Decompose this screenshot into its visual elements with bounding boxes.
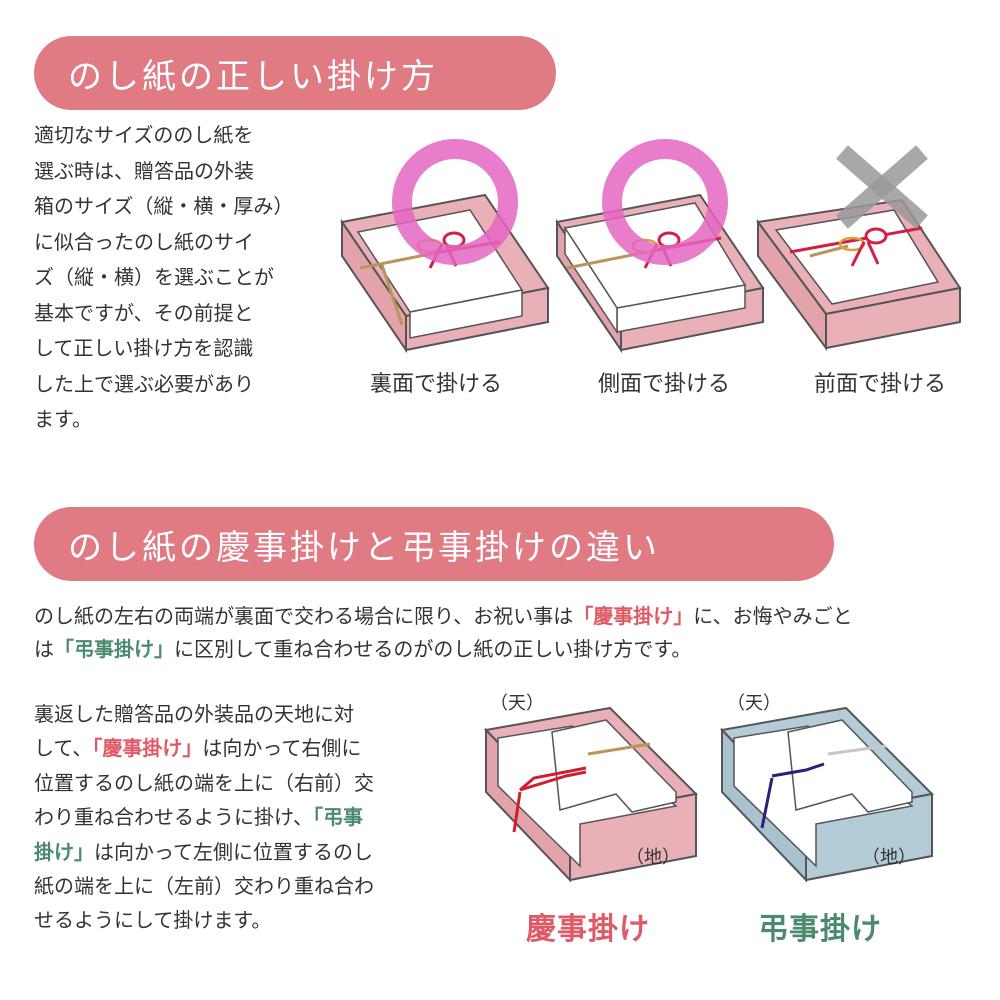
intro-line: 選ぶ時は、贈答品の外装 [34,158,254,183]
box-caption: 前面で掛ける [814,372,947,397]
section-title-correct-method: のし紙の正しい掛け方 [34,36,556,110]
box-caption: 裏面で掛ける [370,372,503,397]
intro-line: ます。 [34,407,92,431]
text: して、 [34,736,93,761]
text: わり重ね合わせるように掛け、 [34,805,313,830]
bottom-label: （地） [862,847,916,868]
intro-line: ズ（縦・横）を選ぶことが [34,265,274,289]
detail-line: 裏返した贈答品の外装品の天地に対 [34,702,354,726]
text: は向かって右側に [202,736,362,761]
intro-line: 適切なサイズののし紙を [34,123,254,147]
keiji-highlight: 「慶事掛け」 [92,736,203,761]
keiji-highlight: 「慶事掛け」 [573,604,694,628]
choji-highlight: 掛け」 [34,839,94,864]
bottom-label: （地） [626,847,680,868]
intro-line: 箱のサイズ（縦・横・厚み） [34,194,294,218]
text: のし紙の左右の両端が裏面で交わる場合に限り、お祝い事は [34,604,574,628]
detail-line: 位置するのし紙の端を上に（右前）交 [34,770,374,795]
intro-line: して正しい掛け方を認識 [34,336,254,360]
top-label: （天） [727,693,781,714]
choji-wrap-illustration [719,706,935,883]
text: は [34,637,54,661]
choji-highlight: 「弔事掛け」 [54,637,174,661]
text: に、お悔やみごと [693,604,853,628]
choji-highlight: 「弔事 [313,805,363,830]
choji-label: 弔事掛け [758,912,882,947]
keiji-wrap-illustration [483,706,699,883]
detail-line: せるようにして掛けます。 [34,908,272,933]
intro-line: に似合ったのし紙のサイ [34,229,254,254]
keiji-label: 慶事掛け [526,912,650,947]
cross-mark-icon [836,145,928,229]
detail-line: わり重ね合わせるように掛け、「弔事 [34,800,363,834]
gift-box-back-illustration [340,139,550,354]
intro-paragraph: 適切なサイズののし紙を 選ぶ時は、贈答品の外装 箱のサイズ（縦・横・厚み） に似… [34,118,334,438]
gift-box-side-illustration [555,139,765,354]
detail-line: 紙の端を上に（左前）交わり重ね合わ [34,874,374,898]
text: は向かって左側に位置するのし [94,839,373,864]
intro-line: 基本ですが、その前提と [34,300,254,325]
section-title-text: のし紙の正しい掛け方 [68,56,438,97]
detail-line: 掛け」は向かって左側に位置するのし [34,835,373,869]
mizuhiki-knot-icon [838,227,888,267]
gift-box-front-illustration [756,145,962,352]
explanation-line: のし紙の左右の両端が裏面で交わる場合に限り、お祝い事は「慶事掛け」に、お悔やみご… [34,595,853,637]
intro-line: した上で選ぶ必要があり [34,371,254,396]
circle-mark-icon [392,139,518,265]
circle-mark-icon [602,139,728,265]
top-label: （天） [490,693,544,714]
section-title-text: のし紙の慶事掛けと弔事掛けの違い [68,527,660,568]
box-caption: 側面で掛ける [598,372,731,397]
explanation-line: は「弔事掛け」に区別して重ね合わせるのがのし紙の正しい掛け方です。 [34,628,691,670]
section-title-difference: のし紙の慶事掛けと弔事掛けの違い [34,507,834,581]
text: に区別して重ね合わせるのがのし紙の正しい掛け方です。 [174,637,692,661]
detail-line: して、「慶事掛け」は向かって右側に [34,731,361,765]
